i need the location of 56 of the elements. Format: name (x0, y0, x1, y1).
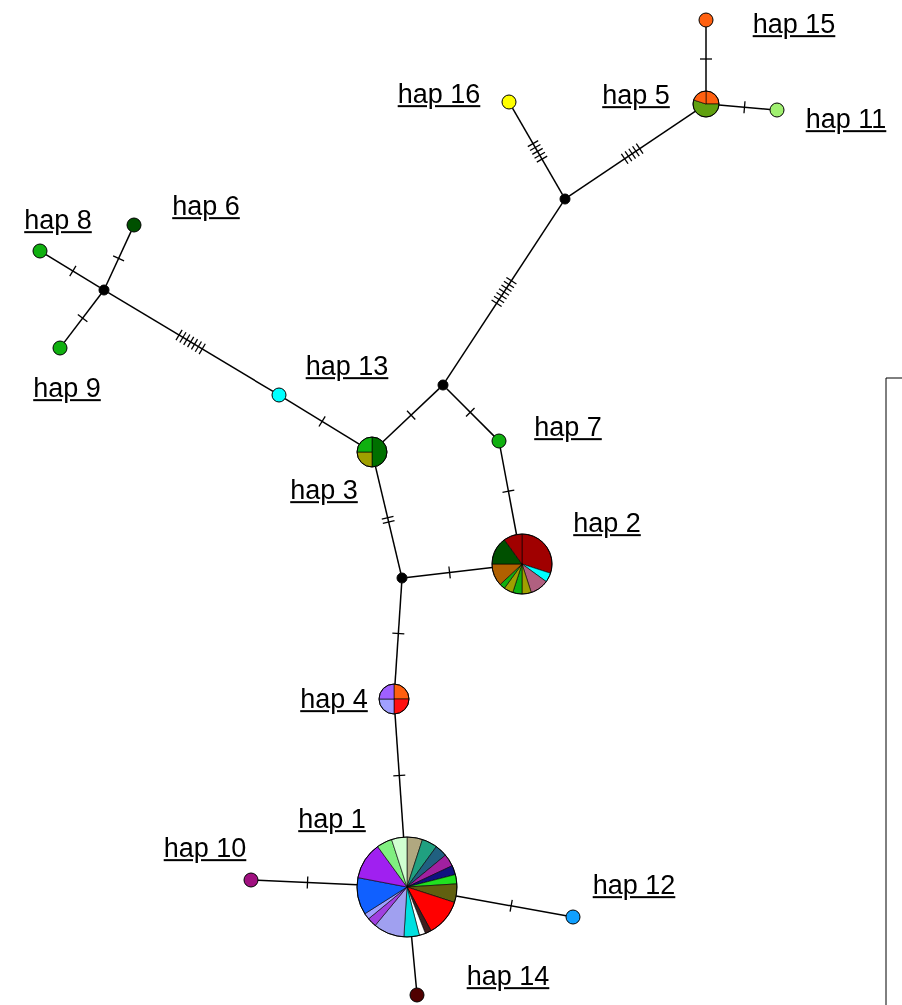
haplotype-circle (243, 872, 259, 888)
median-vector-dot (437, 379, 449, 391)
haplotype-label: hap 7 (534, 413, 602, 443)
network-line (284, 397, 360, 445)
haplotype-label: hap 16 (397, 80, 481, 110)
haplotype-circle (52, 340, 68, 356)
haplotype-circle (491, 433, 507, 449)
haplotype-label: hap 9 (33, 374, 101, 404)
network-line (455, 895, 567, 917)
haplotype-label: hap 11 (805, 105, 887, 135)
haplotype-circle (501, 94, 517, 110)
network-line (718, 104, 771, 111)
haplotype-label: hap 14 (466, 962, 550, 992)
network-line (394, 582, 403, 685)
haplotype-circle (698, 12, 714, 28)
network-line (45, 253, 101, 289)
haplotype-pie-chart (356, 836, 458, 938)
haplotype-label: hap 2 (573, 509, 641, 539)
haplotype-label: hap 5 (602, 81, 670, 111)
haplotype-circle (769, 102, 785, 118)
haplotype-pie-chart (692, 90, 720, 118)
haplotype-pie-chart (491, 533, 553, 595)
haplotype-pie-chart (356, 436, 388, 468)
network-line (107, 291, 274, 393)
haplotype-label: hap 13 (305, 352, 389, 382)
network-line (374, 465, 402, 574)
median-vector-dot (98, 284, 110, 296)
network-line (406, 566, 493, 579)
haplotype-label: hap 12 (592, 871, 676, 901)
haplotype-circle (271, 387, 287, 403)
network-line (444, 202, 564, 382)
haplotype-circle (32, 243, 48, 259)
network-line (257, 879, 358, 886)
network-line (410, 936, 418, 989)
network-line (105, 230, 132, 287)
network-line (705, 26, 707, 92)
haplotype-label: hap 4 (300, 685, 368, 715)
haplotype-label: hap 1 (298, 805, 366, 835)
network-line (568, 110, 696, 197)
haplotype-label: hap 15 (752, 10, 836, 40)
haplotype-circle (126, 217, 142, 233)
haplotype-label: hap 3 (290, 476, 358, 506)
haplotype-label: hap 6 (172, 192, 240, 222)
network-line (394, 713, 405, 838)
median-vector-dot (559, 193, 571, 205)
network-line (499, 447, 518, 536)
network-line (382, 387, 441, 443)
haplotype-label: hap 10 (163, 834, 247, 864)
network-line (63, 293, 102, 344)
network-line (445, 387, 495, 437)
haplotype-circle (565, 909, 581, 925)
haplotype-circle (409, 987, 425, 1003)
median-vector-dot (396, 572, 408, 584)
network-line (511, 107, 564, 196)
haplotype-label: hap 8 (24, 206, 92, 236)
haplotype-pie-chart (378, 683, 410, 715)
